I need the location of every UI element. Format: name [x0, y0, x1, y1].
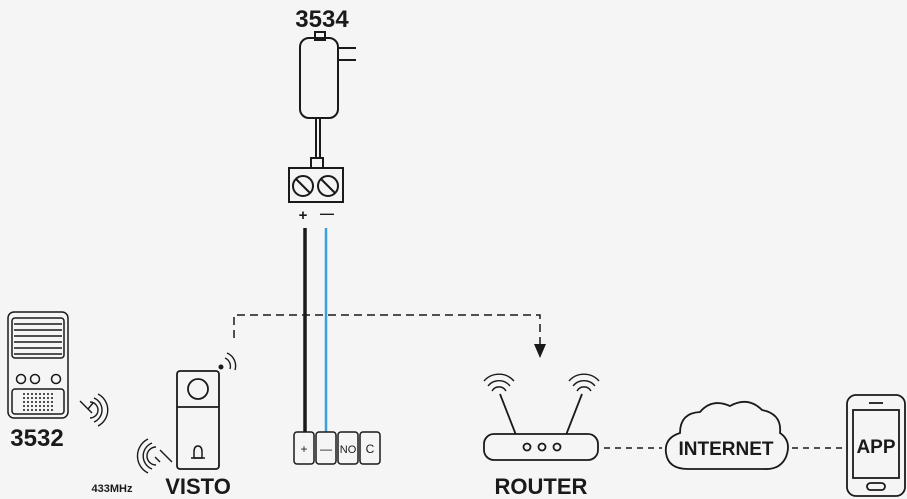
app-label: APP	[856, 437, 895, 458]
terminal-no: NO	[340, 444, 357, 456]
smartphone-icon	[846, 394, 906, 497]
terminal-minus: —	[320, 442, 332, 456]
terminal-plus: +	[300, 442, 307, 456]
psu-terminal-block	[288, 167, 344, 203]
wifi-link-dashed	[233, 314, 541, 345]
power-supply-label: 3534	[295, 6, 349, 33]
doorbell-label: VISTO	[165, 474, 231, 499]
chime-label: 3532	[10, 425, 63, 452]
bell-icon	[191, 445, 205, 459]
power-adapter-icon	[299, 31, 356, 169]
chime-radio-signal-icon	[79, 393, 109, 427]
frequency-label: 433MHz	[92, 483, 133, 495]
doorbell-wifi-signal-icon	[218, 352, 237, 371]
router-label: ROUTER	[495, 474, 588, 499]
chime-speaker-grille	[23, 393, 53, 411]
chime-icon	[7, 311, 69, 419]
arrow-down-icon	[534, 344, 546, 358]
router-wifi-right-icon	[568, 373, 600, 392]
psu-plus-label: +	[299, 207, 308, 224]
doorbell-terminal-block	[293, 431, 381, 465]
internet-label: INTERNET	[679, 439, 774, 460]
cloud-icon	[664, 400, 789, 470]
doorbell-icon	[176, 370, 220, 470]
terminal-c: C	[366, 442, 375, 456]
router-wifi-left-icon	[483, 373, 515, 392]
psu-minus-label: —	[320, 205, 334, 221]
router-icon	[483, 393, 599, 461]
radio-433-signal-icon	[136, 438, 173, 474]
